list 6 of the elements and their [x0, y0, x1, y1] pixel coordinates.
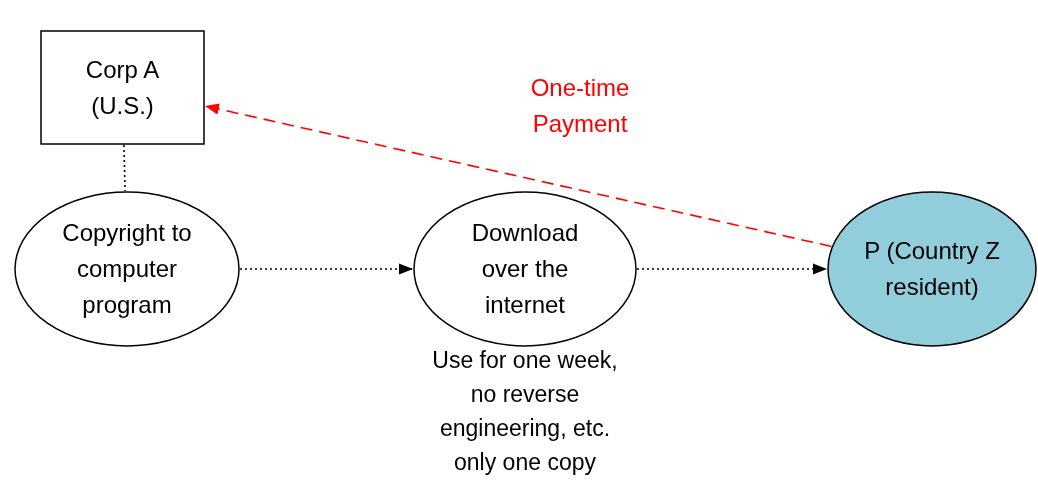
node-label: Download over the internet [470, 218, 580, 320]
note-text: Use for one week, no reverse engineering, etc. only one copy [431, 346, 619, 477]
arrow [204, 103, 833, 248]
node-label: P (Country Z resident) [863, 236, 1001, 302]
node-label: Copyright to computer program [61, 218, 193, 320]
node-label: Corp A (U.S.) [84, 54, 161, 121]
